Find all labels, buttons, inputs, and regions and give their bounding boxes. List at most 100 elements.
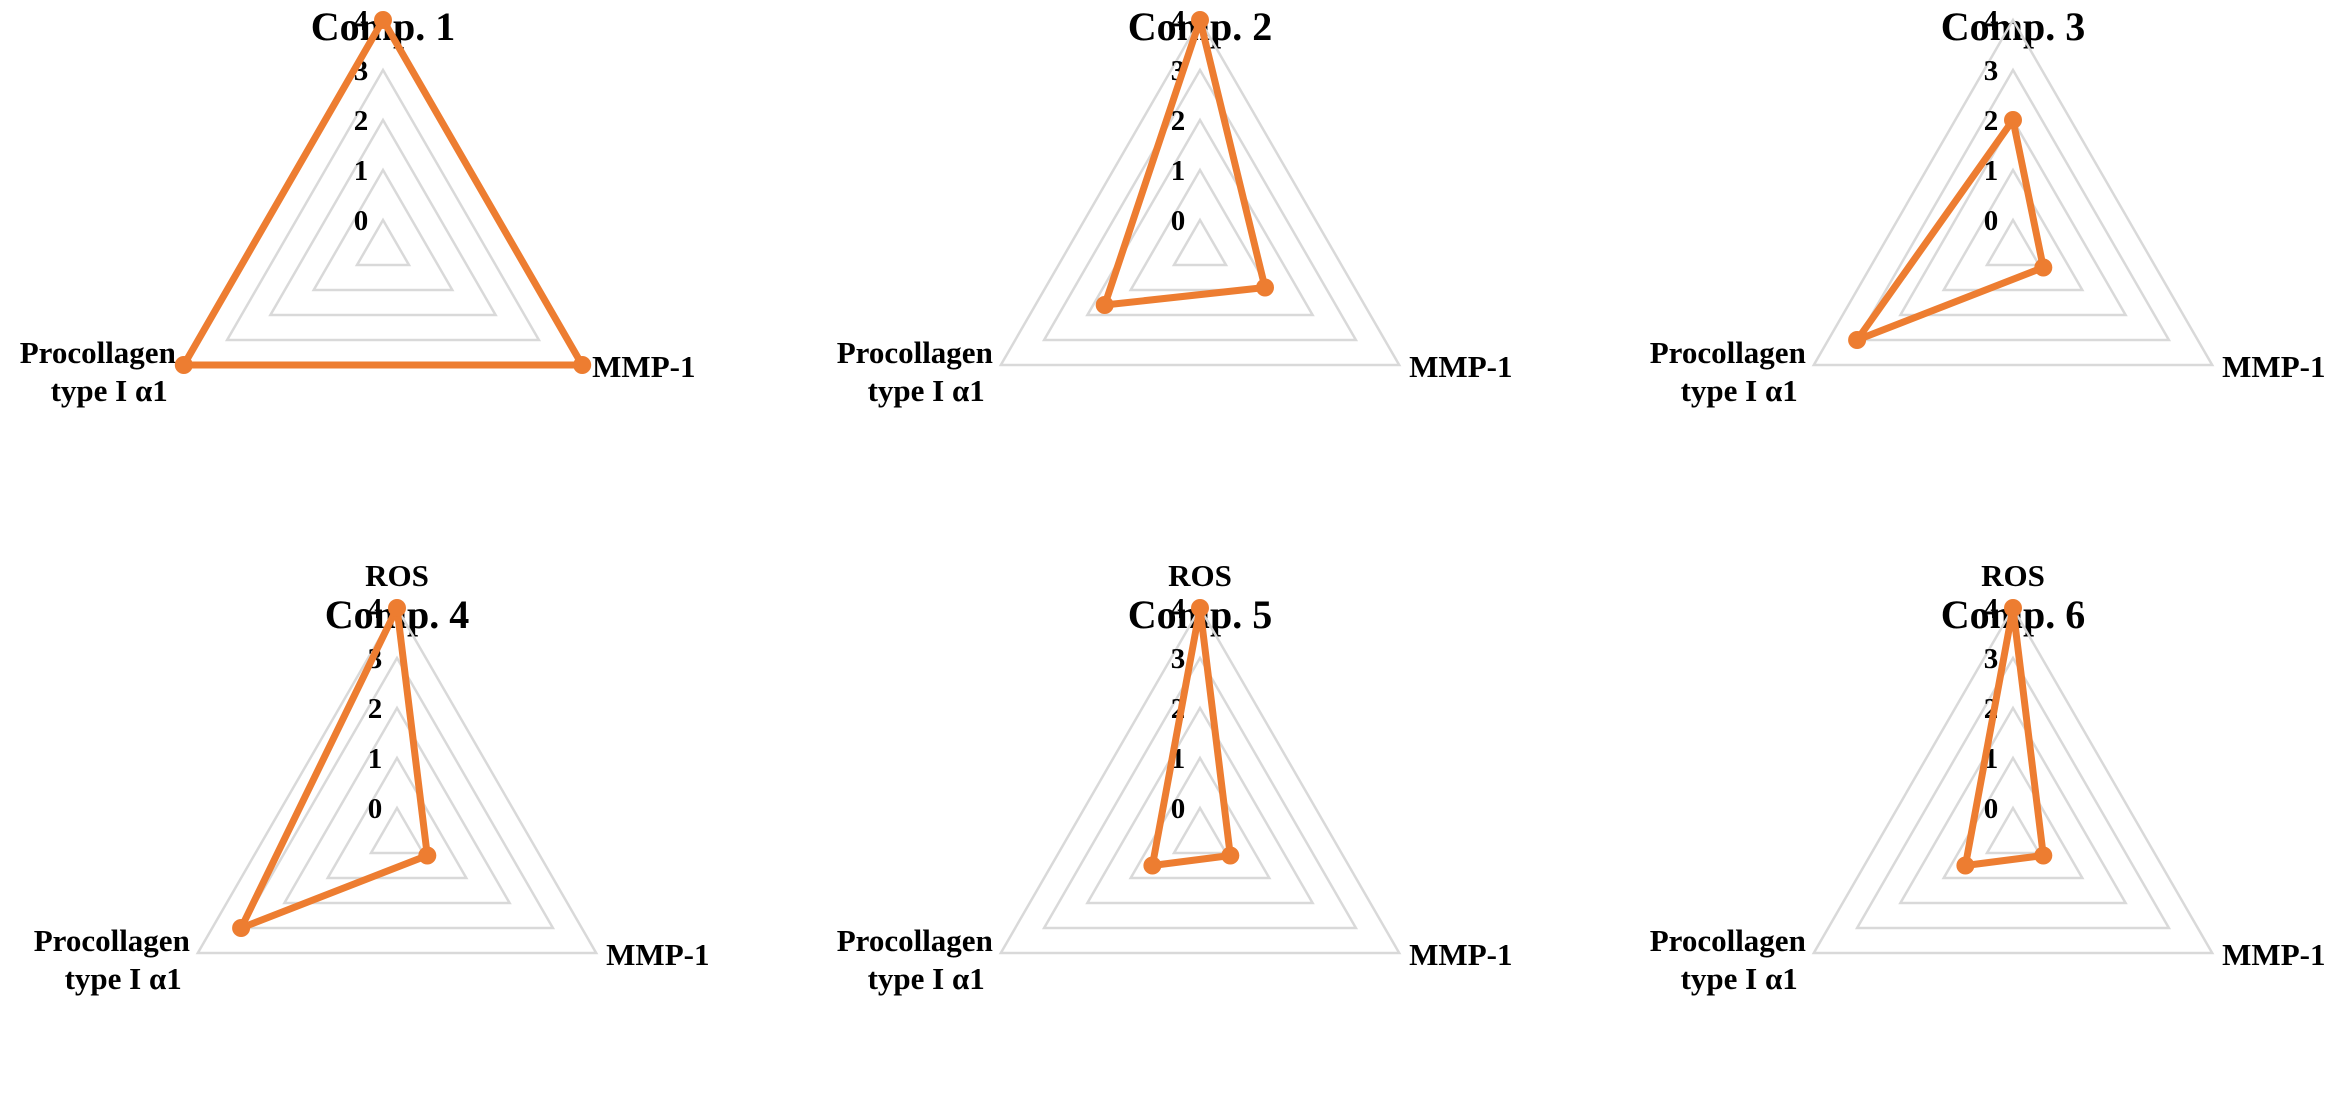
grid-ring-2 — [1085, 705, 1315, 905]
grid-ring-4 — [1811, 17, 2215, 367]
data-point-mmp1 — [573, 356, 592, 374]
tick-label: 0 — [354, 205, 369, 237]
tick-label: 1 — [368, 743, 383, 775]
tick-label: 4 — [1984, 5, 1999, 37]
tick-label: 3 — [1984, 643, 1999, 675]
tick-label: 1 — [1984, 155, 1999, 187]
grid-ring-4 — [998, 605, 1402, 955]
axis-label-ros: ROS — [1981, 558, 2045, 593]
axis-label-ros: ROS — [365, 558, 429, 593]
axis-label-ros: ROS — [1981, 0, 2045, 5]
grid-ring-3 — [1041, 67, 1359, 342]
tick-label: 4 — [1171, 593, 1186, 625]
tick-label: 1 — [354, 155, 369, 187]
grid-ring-1 — [1941, 167, 2085, 292]
chart-title: Comp. 3 — [1941, 4, 2085, 49]
grid-ring-2 — [1898, 117, 2128, 317]
data-point-procollagen — [232, 919, 251, 937]
data-point-ros — [2004, 111, 2022, 129]
grid-ring-2 — [1898, 705, 2128, 905]
tick-label: 0 — [368, 793, 383, 825]
grid-ring-0 — [1984, 805, 2042, 855]
tick-label: 3 — [1984, 55, 1999, 87]
grid-ring-3 — [1854, 655, 2172, 930]
data-point-procollagen — [1956, 856, 1975, 875]
tick-label: 4 — [354, 5, 369, 37]
grid-ring-3 — [238, 655, 556, 930]
grid-ring-0 — [368, 805, 426, 855]
grid-ring-3 — [224, 67, 542, 342]
grid-ring-0 — [1171, 805, 1229, 855]
tick-label: 4 — [1984, 593, 1999, 625]
data-point-procollagen — [174, 356, 193, 374]
axis-label-ros: ROS — [351, 0, 415, 5]
axis-label-mmp1: MMP-1 — [2222, 937, 2325, 972]
grid-ring-0 — [1984, 217, 2042, 267]
tick-label: 2 — [1984, 105, 1999, 137]
axis-label-ros: ROS — [1168, 0, 1232, 5]
tick-label: 2 — [354, 105, 369, 137]
axis-label-mmp1: MMP-1 — [1409, 349, 1512, 384]
series-line — [1148, 604, 1234, 869]
series-line — [237, 604, 431, 932]
tick-label: 1 — [1171, 155, 1186, 187]
tick-label: 0 — [1171, 205, 1186, 237]
data-point-procollagen — [1095, 296, 1114, 314]
grid-ring-2 — [282, 705, 512, 905]
axis-label-mmp1: MMP-1 — [2222, 349, 2325, 384]
series-line — [1853, 116, 2047, 344]
grid-ring-2 — [1085, 117, 1315, 317]
series-line — [1961, 604, 2047, 869]
grid-ring-3 — [1041, 655, 1359, 930]
series-line — [180, 16, 586, 369]
data-point-mmp1 — [1256, 278, 1274, 297]
tick-label: 2 — [368, 693, 383, 725]
axis-label-mmp1: MMP-1 — [592, 349, 695, 384]
tick-label: 0 — [1984, 205, 1999, 237]
tick-label: 3 — [1171, 643, 1186, 675]
grid-ring-0 — [354, 217, 412, 267]
series-line — [1101, 16, 1269, 309]
grid-ring-1 — [1941, 755, 2085, 880]
grid-ring-1 — [1128, 167, 1272, 292]
data-point-ros — [388, 599, 406, 617]
tick-label: 0 — [1984, 793, 1999, 825]
grid-ring-0 — [1171, 217, 1229, 267]
data-point-mmp1 — [1221, 846, 1240, 865]
data-point-mmp1 — [2034, 258, 2053, 277]
axis-label-ros: ROS — [1168, 558, 1232, 593]
data-point-procollagen — [1143, 856, 1162, 875]
data-point-ros — [1191, 599, 1209, 617]
data-point-ros — [374, 11, 392, 29]
tick-label: 4 — [368, 593, 383, 625]
grid-ring-3 — [1854, 67, 2172, 342]
data-point-mmp1 — [2034, 846, 2053, 865]
data-point-procollagen — [1848, 331, 1867, 349]
grid-ring-1 — [1128, 755, 1272, 880]
data-point-mmp1 — [418, 846, 437, 865]
grid-ring-4 — [998, 17, 1402, 367]
axis-label-mmp1: MMP-1 — [1409, 937, 1512, 972]
grid-ring-4 — [195, 605, 599, 955]
axis-label-mmp1: MMP-1 — [606, 937, 709, 972]
grid-ring-1 — [325, 755, 469, 880]
grid-ring-1 — [311, 167, 455, 292]
data-point-ros — [2004, 599, 2022, 617]
tick-label: 0 — [1171, 793, 1186, 825]
data-point-ros — [1191, 11, 1209, 29]
tick-label: 4 — [1171, 5, 1186, 37]
grid-ring-2 — [268, 117, 498, 317]
